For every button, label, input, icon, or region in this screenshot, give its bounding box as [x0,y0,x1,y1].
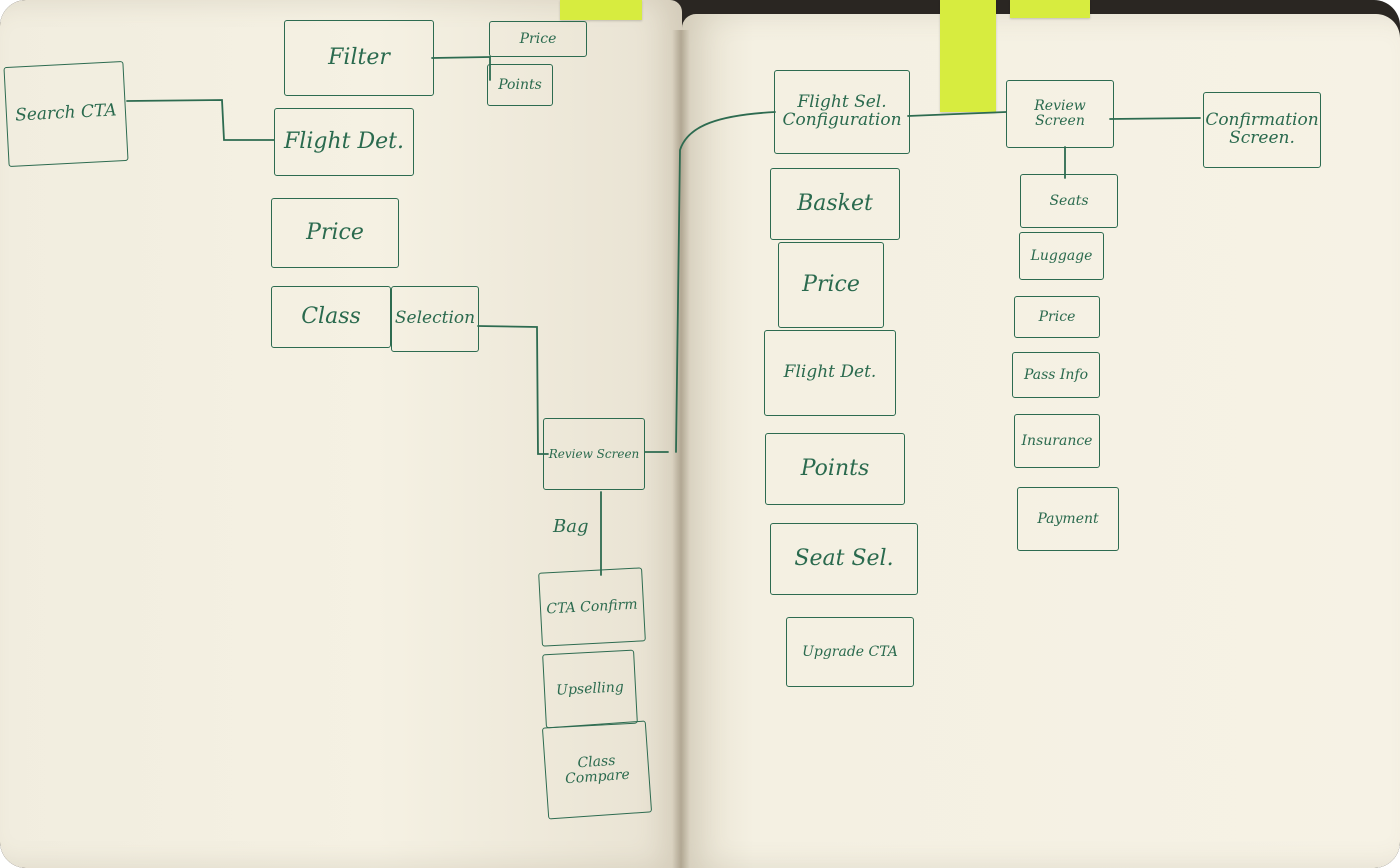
confirmation-screen-box: Confirmation Screen. [1203,92,1321,168]
notebook-gutter [672,30,690,868]
points-box: Points [765,433,905,505]
upgrade-cta-box: Upgrade CTA [786,617,914,687]
filter-price-box: Price [489,21,587,57]
luggage-box: Luggage [1019,232,1104,280]
seat-sel-box: Seat Sel. [770,523,918,595]
basket-box: Basket [770,168,900,240]
pass-info-box: Pass Info [1012,352,1100,398]
price-box-right: Price [778,242,884,328]
seats-box: Seats [1020,174,1118,228]
cta-confirm-box: CTA Confirm [538,567,646,647]
filter-box: Filter [284,20,434,96]
upselling-box: Upselling [542,649,638,729]
bag-label: Bag [553,516,589,537]
search-cta-box: Search CTA [3,60,129,168]
review-screen-box: Review Screen [543,418,645,490]
left-page [0,0,682,868]
right-page [682,14,1400,868]
flight-det-box: Flight Det. [274,108,414,176]
class-compare-box: Class Compare [541,720,653,820]
price-box: Price [271,198,399,268]
flight-det-box-right: Flight Det. [764,330,896,416]
sticky-tab [560,0,642,20]
class-box: Class [271,286,391,348]
sticky-tab [940,0,996,112]
insurance-box: Insurance [1014,414,1100,468]
sticky-tab [1010,0,1090,18]
review-screen-box-right: Review Screen [1006,80,1114,148]
price-box-right-2: Price [1014,296,1100,338]
filter-points-box: Points [487,64,553,106]
flight-sel-config-box: Flight Sel. Configuration [774,70,910,154]
selection-box: Selection [391,286,479,352]
payment-box: Payment [1017,487,1119,551]
